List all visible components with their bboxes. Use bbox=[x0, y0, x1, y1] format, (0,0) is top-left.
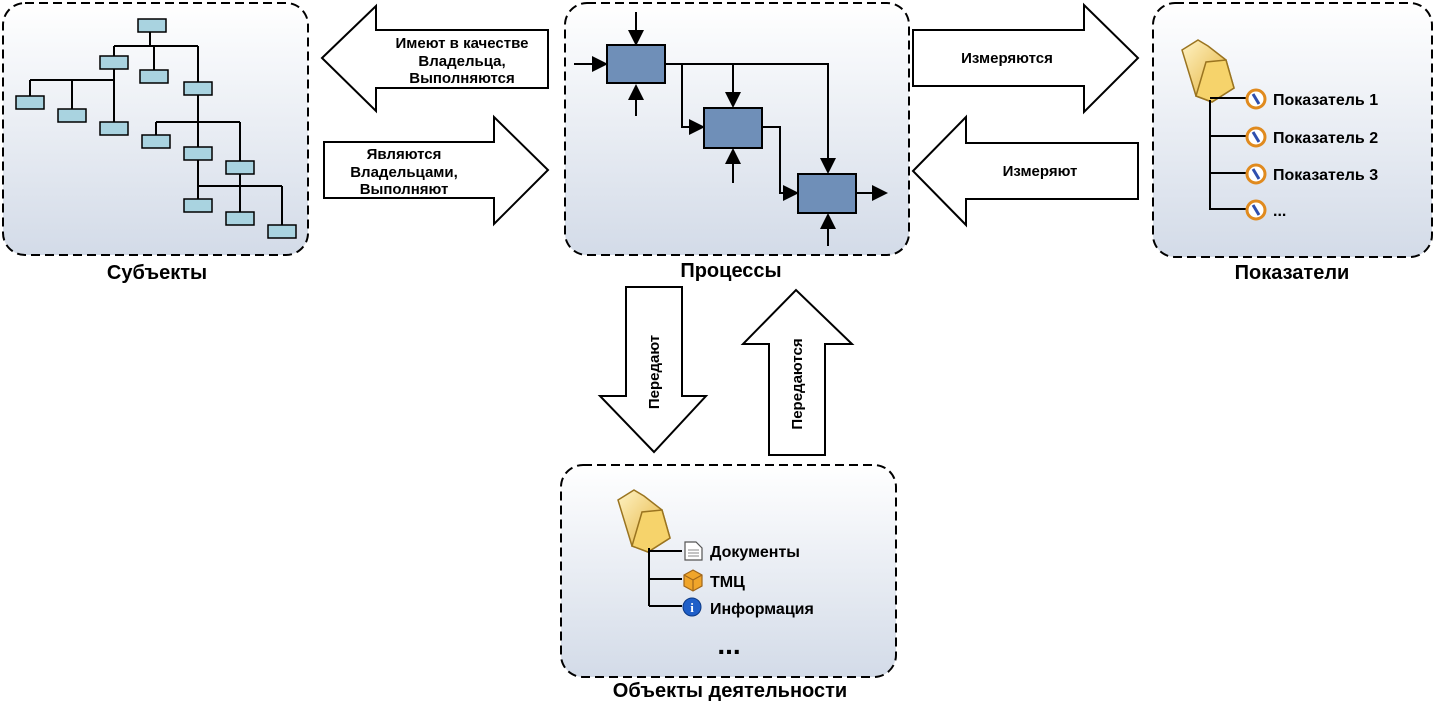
object-item-information: i Информация bbox=[682, 597, 814, 618]
arrow-indicators-to-processes: Измеряют bbox=[911, 114, 1139, 228]
svg-text:Информация: Информация bbox=[710, 601, 814, 618]
arrow-processes-to-indicators: Измеряются bbox=[912, 2, 1140, 115]
org-node bbox=[141, 134, 171, 149]
svg-text:Выполняют: Выполняют bbox=[360, 181, 449, 198]
arrow-processes-to-objects: Передают bbox=[597, 286, 709, 454]
indicators-title: Показатели bbox=[1235, 262, 1350, 284]
svg-text:Владельцами,: Владельцами, bbox=[350, 164, 458, 181]
document-icon bbox=[684, 541, 703, 561]
indicators-node: Показатель 1 Показатель 2 Показатель 3 .… bbox=[1152, 2, 1433, 284]
subjects-title: Субъекты bbox=[107, 262, 207, 284]
processes-node: Процессы bbox=[564, 2, 910, 282]
org-node bbox=[139, 69, 169, 84]
arrow-subjects-to-processes: Являются Владельцами, Выполняют bbox=[323, 114, 550, 227]
objects-node: Документы ТМЦ i Информация ... Объекты д… bbox=[560, 464, 897, 701]
org-node bbox=[267, 224, 297, 239]
org-node bbox=[183, 198, 213, 213]
processes-title: Процессы bbox=[680, 260, 781, 282]
svg-text:Передаются: Передаются bbox=[789, 338, 806, 429]
process-block bbox=[703, 107, 763, 149]
svg-text:ТМЦ: ТМЦ bbox=[710, 574, 745, 591]
objects-ellipsis: ... bbox=[717, 629, 740, 660]
folder-icon bbox=[617, 489, 671, 553]
svg-text:...: ... bbox=[1273, 203, 1286, 220]
svg-text:Показатель 3: Показатель 3 bbox=[1273, 167, 1378, 184]
svg-text:Являются: Являются bbox=[367, 146, 442, 163]
svg-text:Показатель 1: Показатель 1 bbox=[1273, 92, 1378, 109]
indicators-tree-lines bbox=[1209, 97, 1246, 210]
svg-text:Владельца,: Владельца, bbox=[418, 53, 505, 70]
object-item-tmc: ТМЦ bbox=[683, 569, 745, 592]
org-node bbox=[183, 81, 213, 96]
svg-text:i: i bbox=[690, 600, 694, 615]
org-node bbox=[99, 121, 129, 136]
org-node bbox=[137, 18, 167, 33]
org-tree-icon bbox=[29, 26, 283, 231]
process-block bbox=[606, 44, 666, 84]
objects-title: Объекты деятельности bbox=[613, 680, 847, 701]
folder-icon bbox=[1181, 39, 1235, 103]
indicator-item: ... bbox=[1245, 199, 1286, 221]
svg-text:Передают: Передают bbox=[646, 335, 663, 409]
org-node bbox=[225, 211, 255, 226]
org-node bbox=[225, 160, 255, 175]
objects-tree-lines bbox=[648, 548, 682, 607]
process-flow-icon bbox=[574, 12, 888, 246]
object-item-documents: Документы bbox=[684, 541, 800, 561]
arrow-objects-to-processes: Передаются bbox=[740, 288, 855, 456]
svg-text:Показатель 2: Показатель 2 bbox=[1273, 130, 1378, 147]
org-node bbox=[183, 146, 213, 161]
indicator-item: Показатель 2 bbox=[1245, 126, 1378, 148]
org-node bbox=[99, 55, 129, 70]
svg-text:Выполняются: Выполняются bbox=[409, 70, 515, 87]
svg-text:Имеют в качестве: Имеют в качестве bbox=[396, 35, 529, 52]
subjects-node: Субъекты bbox=[2, 2, 309, 284]
info-icon bbox=[682, 597, 702, 617]
arrow-processes-to-subjects: Имеют в качестве Владельца, Выполняются bbox=[320, 3, 549, 114]
svg-text:Документы: Документы bbox=[710, 544, 800, 561]
org-node bbox=[15, 95, 45, 110]
indicator-item: Показатель 1 bbox=[1245, 88, 1378, 110]
org-node bbox=[57, 108, 87, 123]
indicator-item: Показатель 3 bbox=[1245, 163, 1378, 185]
svg-text:Измеряются: Измеряются bbox=[961, 50, 1053, 67]
process-block bbox=[797, 173, 857, 214]
svg-text:Измеряют: Измеряют bbox=[1003, 163, 1078, 180]
